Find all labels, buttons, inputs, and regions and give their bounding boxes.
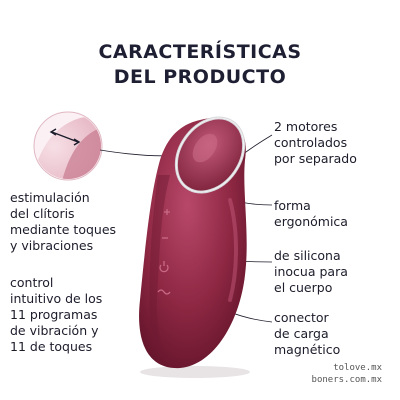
feature-shape: forma ergonómica [274,198,348,230]
footer-urls: tolove.mx boners.com.mx [312,362,382,386]
feature-stimulation-line-4: y vibraciones [10,238,94,253]
feature-stimulation-line-1: estimulación [10,190,90,205]
feature-motors-line-3: por separado [274,151,357,166]
feature-stimulation-line-3: mediante toques [10,222,117,237]
product-body [139,116,250,378]
feature-control: control intuitivo de los 11 programas de… [10,275,102,355]
feature-charger-line-2: de carga [274,326,329,341]
feature-stimulation-line-2: del clítoris [10,206,75,221]
page-title: CARACTERÍSTICAS DEL PRODUCTO [0,40,400,90]
feature-charger: conector de carga magnético [274,310,340,358]
feature-silicone: de silicona inocua para el cuerpo [274,248,348,296]
title-line-2: DEL PRODUCTO [113,66,287,88]
feature-silicone-line-1: de silicona [274,248,341,263]
footer-url-2: boners.com.mx [311,375,382,385]
wave-icon [157,289,171,295]
zoom-arrow [51,131,79,143]
feature-silicone-line-2: inocua para [274,264,348,279]
feature-charger-line-3: magnético [274,342,341,357]
feature-motors: 2 motores controlados por separado [274,119,357,167]
control-buttons [157,209,171,295]
zoom-detail [33,111,103,181]
feature-motors-line-2: controlados [274,135,348,150]
feature-silicone-line-3: el cuerpo [274,280,333,295]
feature-stimulation: estimulación del clítoris mediante toque… [10,190,116,254]
feature-control-line-1: control [10,275,54,290]
feature-control-line-3: 11 programas [10,307,98,322]
feature-control-line-5: 11 de toques [10,339,93,354]
power-icon [159,261,169,273]
feature-control-line-4: de vibración y [10,323,99,338]
feature-motors-line-1: 2 motores [274,119,338,134]
feature-shape-line-1: forma [274,198,311,213]
title-line-1: CARACTERÍSTICAS [98,41,302,63]
plus-icon [164,209,170,215]
footer-url-1: tolove.mx [333,363,382,373]
feature-charger-line-1: conector [274,310,329,325]
feature-shape-line-2: ergonómica [274,214,348,229]
feature-control-line-2: intuitivo de los [10,291,103,306]
